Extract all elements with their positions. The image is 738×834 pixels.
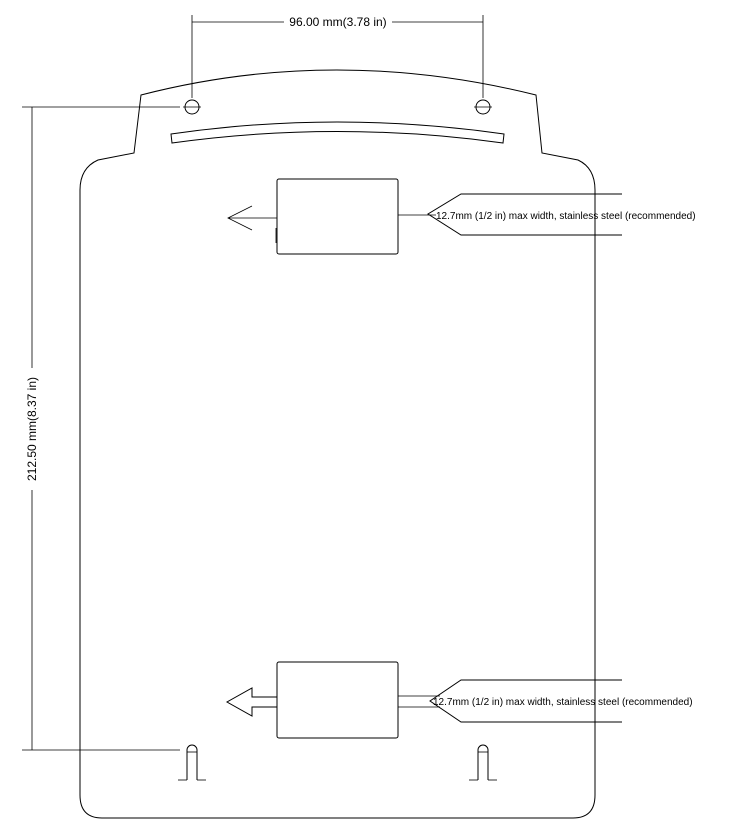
height-dimension: 212.50 mm(8.37 in)	[22, 106, 180, 751]
bottom-callout-label: 12.7mm (1/2 in) max width, stainless ste…	[433, 697, 693, 708]
mounting-hole-right	[474, 99, 492, 115]
width-dimension: 96.00 mm(3.78 in)	[191, 15, 484, 98]
keyhole-slot-left	[178, 744, 206, 781]
mounting-hole-left	[183, 99, 201, 115]
top-strap-assembly: 12.7mm (1/2 in) max width, stainless ste…	[227, 178, 696, 255]
bottom-strap-clamp	[276, 661, 399, 739]
top-callout-label: 12.7mm (1/2 in) max width, stainless ste…	[436, 211, 696, 222]
bottom-strap-assembly: 12.7mm (1/2 in) max width, stainless ste…	[225, 661, 693, 739]
height-dimension-label: 212.50 mm(8.37 in)	[25, 377, 39, 481]
keyhole-slot-right	[469, 744, 497, 781]
top-curved-slot	[170, 121, 505, 144]
bottom-callout-band	[429, 679, 622, 723]
top-callout-band	[427, 193, 622, 236]
top-strap-clamp	[276, 178, 399, 255]
width-dimension-label: 96.00 mm(3.78 in)	[289, 15, 386, 29]
mounting-plate-outline	[79, 69, 596, 819]
